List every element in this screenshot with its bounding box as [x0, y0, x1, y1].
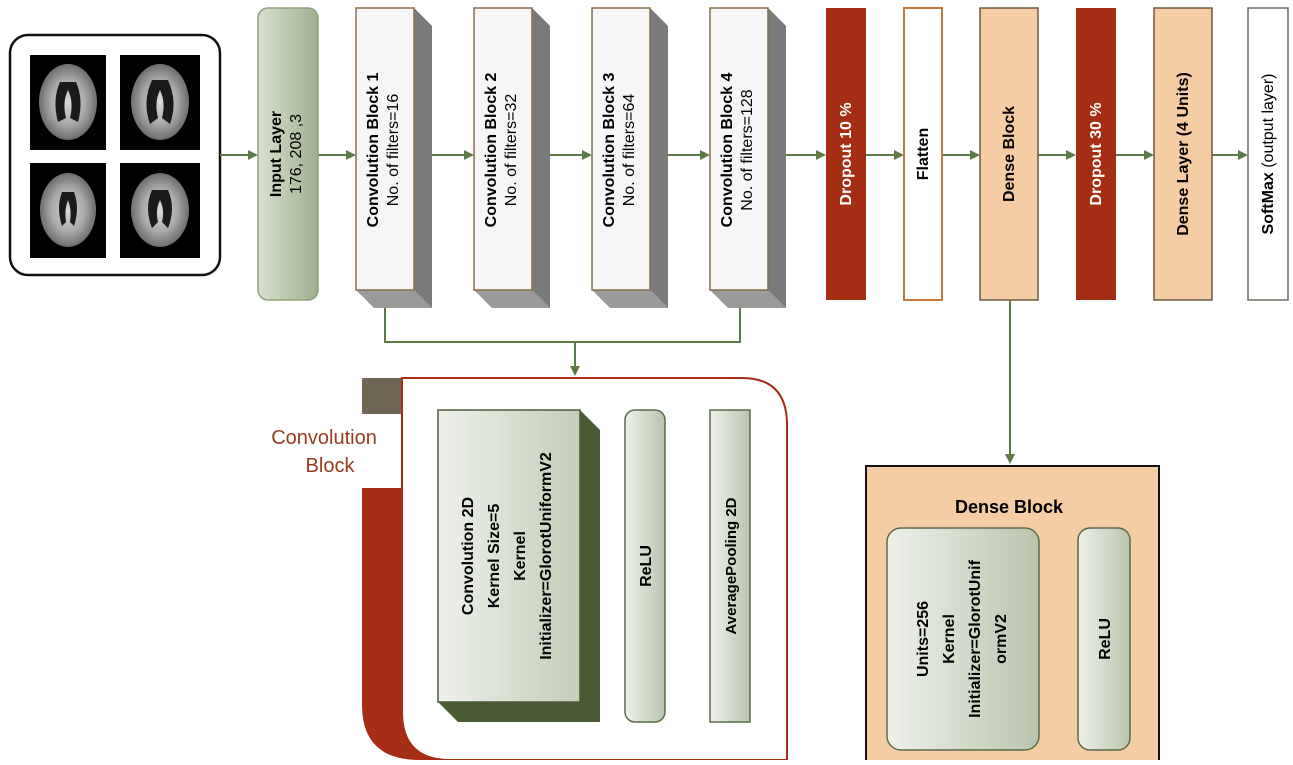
dropout-30-label: Dropout 30 %: [1088, 102, 1105, 205]
conv2d-line4: Initializer=GlorotUniformV2: [538, 452, 555, 660]
flatten-label: Flatten: [915, 128, 932, 180]
mri-image-3: [30, 163, 106, 258]
dense-units-line1: Units=256: [915, 601, 932, 677]
dense-block-detail-panel: Dense Block Units=256 Kernel Initializer…: [865, 465, 1160, 765]
conv-relu-pill: ReLU: [624, 409, 666, 723]
input-layer-title: Input Layer: [268, 111, 285, 197]
input-layer-block: Input Layer 176, 208 ,3: [257, 7, 319, 301]
conv-block-2-filters: No. of filters=32: [503, 94, 520, 207]
dense-relu-label: ReLU: [1097, 618, 1114, 660]
mri-image-2: [120, 55, 200, 150]
dropout-30-block: Dropout 30 %: [1076, 8, 1116, 300]
conv-block-1: Convolution Block 1 No. of filters=16: [355, 7, 432, 308]
dense-units-line2: Kernel: [941, 614, 958, 664]
conv-block-2: Convolution Block 2 No. of filters=32: [473, 7, 550, 308]
dense-units-line4: ormV2: [993, 614, 1010, 664]
conv-block-4-title: Convolution Block 4: [719, 73, 736, 228]
conv-block-4: Convolution Block 4 No. of filters=128: [709, 7, 786, 308]
dense-block-label: Dense Block: [1001, 106, 1018, 202]
dense-units-box: Units=256 Kernel Initializer=GlorotUnif …: [886, 527, 1040, 751]
conv-relu-label: ReLU: [638, 545, 655, 587]
conv-block-1-title: Convolution Block 1: [365, 73, 382, 228]
mri-image-1: [30, 55, 106, 150]
dense-units-line3: Initializer=GlorotUnif: [967, 559, 984, 717]
softmax-label: SoftMax (output layer): [1260, 74, 1277, 235]
conv-block-2-title: Convolution Block 2: [483, 73, 500, 228]
dropout-10-block: Dropout 10 %: [826, 8, 866, 300]
avg-pooling-label: AveragePooling 2D: [723, 497, 740, 634]
dropout-10-label: Dropout 10 %: [838, 102, 855, 205]
conv-block-3-filters: No. of filters=64: [621, 94, 638, 207]
conv-block-caption-line1: Convolution: [271, 427, 377, 449]
conv2d-line3: Kernel: [512, 531, 529, 581]
softmax-title: SoftMax: [1260, 172, 1277, 234]
conv-detail-connector: [384, 308, 741, 376]
dense-relu-pill: ReLU: [1077, 527, 1131, 751]
dense-layer-block: Dense Layer (4 Units): [1153, 7, 1213, 301]
mri-image-4: [120, 163, 200, 258]
conv-block-3: Convolution Block 3 No. of filters=64: [591, 7, 668, 308]
conv-block-detail-panel: Convolution Block Convolution 2D Kernel …: [271, 377, 788, 761]
mri-image-panel: [8, 33, 222, 277]
avg-pooling-box: AveragePooling 2D: [709, 409, 751, 723]
softmax-block: SoftMax (output layer): [1247, 7, 1289, 301]
conv-block-4-filters: No. of filters=128: [739, 89, 756, 211]
conv-block-caption-line2: Block: [306, 455, 356, 477]
input-layer-shape: 176, 208 ,3: [288, 114, 305, 194]
conv2d-line2: Kernel Size=5: [486, 504, 503, 609]
conv-block-3-title: Convolution Block 3: [601, 73, 618, 228]
dense-detail-title: Dense Block: [955, 497, 1064, 517]
conv2d-line1: Convolution 2D: [460, 497, 477, 615]
conv-block-1-filters: No. of filters=16: [385, 94, 402, 207]
dense-layer-label: Dense Layer (4 Units): [1175, 72, 1192, 236]
flatten-block: Flatten: [903, 7, 943, 301]
conv2d-box: Convolution 2D Kernel Size=5 Kernel Init…: [437, 409, 600, 722]
dense-block: Dense Block: [979, 7, 1039, 301]
softmax-sub: (output layer): [1260, 74, 1277, 168]
